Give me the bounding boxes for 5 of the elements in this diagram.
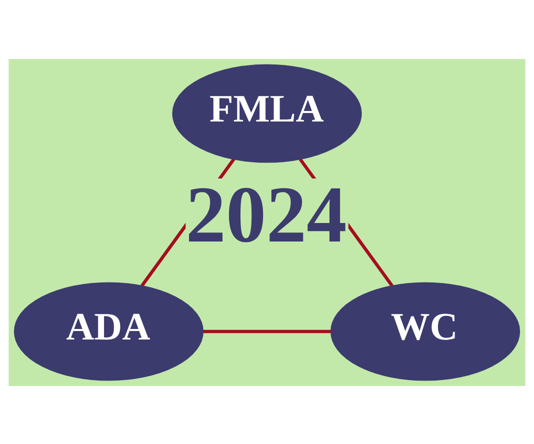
node-ellipse: ADA [14, 282, 204, 380]
label: 2024 [186, 170, 347, 259]
node-ellipse: FMLA [172, 64, 362, 162]
node-ellipse: WC [330, 282, 520, 380]
connector [203, 329, 332, 333]
